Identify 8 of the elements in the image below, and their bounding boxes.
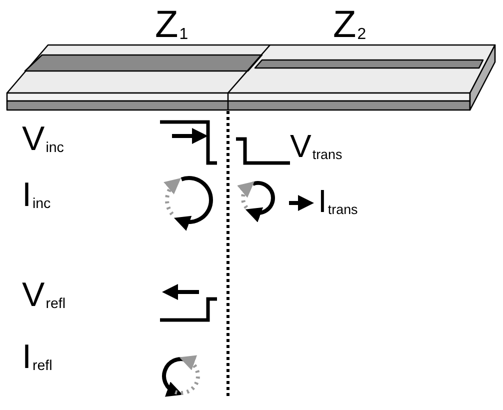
line-label: Z$_{2}$ [333, 6, 366, 44]
line-label: I$_{inc}$ [22, 178, 51, 212]
line-label: V$_{inc}$ [22, 122, 64, 156]
line-label: V$_{trans}$ [290, 130, 342, 162]
line-label: I$_{refl}$ [22, 340, 52, 374]
line-label: V$_{refl}$ [22, 278, 66, 312]
line-label: Z$_{1}$ [155, 6, 188, 44]
line-label: I$_{trans}$ [318, 185, 358, 217]
